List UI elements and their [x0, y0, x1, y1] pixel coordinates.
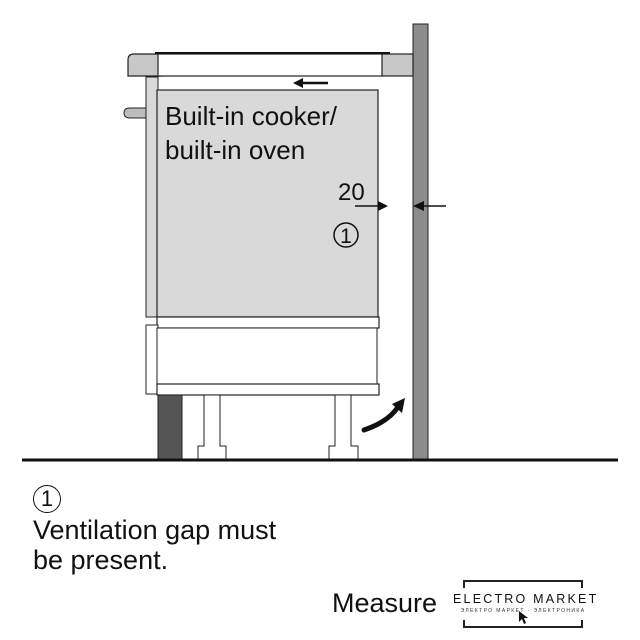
- gap-marker-number: 1: [340, 225, 352, 248]
- cursor-icon: [519, 611, 528, 624]
- gap-arrow-left-head: [378, 201, 388, 211]
- gap-dimension-label: 20: [338, 179, 365, 206]
- ventilation-note: 1 Ventilation gap must be present.: [33, 482, 276, 575]
- gap-arrow-right-head: [413, 201, 424, 211]
- electro-market-logo: ELECTRO MARKET ЭЛЕКТРО МАРКЕТ · ЭЛЕКТРОН…: [453, 578, 599, 630]
- wall: [412, 23, 429, 461]
- worktop-left-end: [127, 53, 163, 77]
- control-knob: [123, 107, 147, 119]
- logo-bracket-bottom: [463, 620, 583, 628]
- front-panel-strip: [145, 76, 159, 318]
- logo-name: ELECTRO MARKET: [453, 592, 599, 606]
- note-text-line2: be present.: [33, 545, 169, 575]
- note-marker: 1: [33, 485, 61, 513]
- appliance-label-line1: Built-in cooker/: [165, 101, 338, 131]
- drawer-side-panel: [145, 324, 159, 395]
- logo-subtitle: ЭЛЕКТРО МАРКЕТ · ЭЛЕКТРОНИКА: [460, 608, 586, 614]
- leg-right: [328, 394, 359, 460]
- drawer-body: [156, 327, 378, 385]
- logo-bracket-top: [463, 580, 583, 588]
- ventilation-arrow-head: [392, 398, 405, 413]
- gap-marker-circle: [333, 222, 359, 248]
- airflow-arrow-head: [293, 78, 303, 88]
- ventilation-arrow-curve: [361, 404, 401, 433]
- plinth: [157, 394, 183, 460]
- measure-caption: Measure: [332, 588, 438, 618]
- note-text-line1: Ventilation gap must: [33, 515, 277, 545]
- drawer-bottom-rail: [156, 383, 380, 396]
- appliance-label-line2: built-in oven: [165, 135, 305, 165]
- leg-left: [197, 394, 227, 460]
- drawer-top-rail: [156, 316, 380, 329]
- worktop-right-end: [380, 53, 414, 77]
- hob-panel: [157, 53, 383, 77]
